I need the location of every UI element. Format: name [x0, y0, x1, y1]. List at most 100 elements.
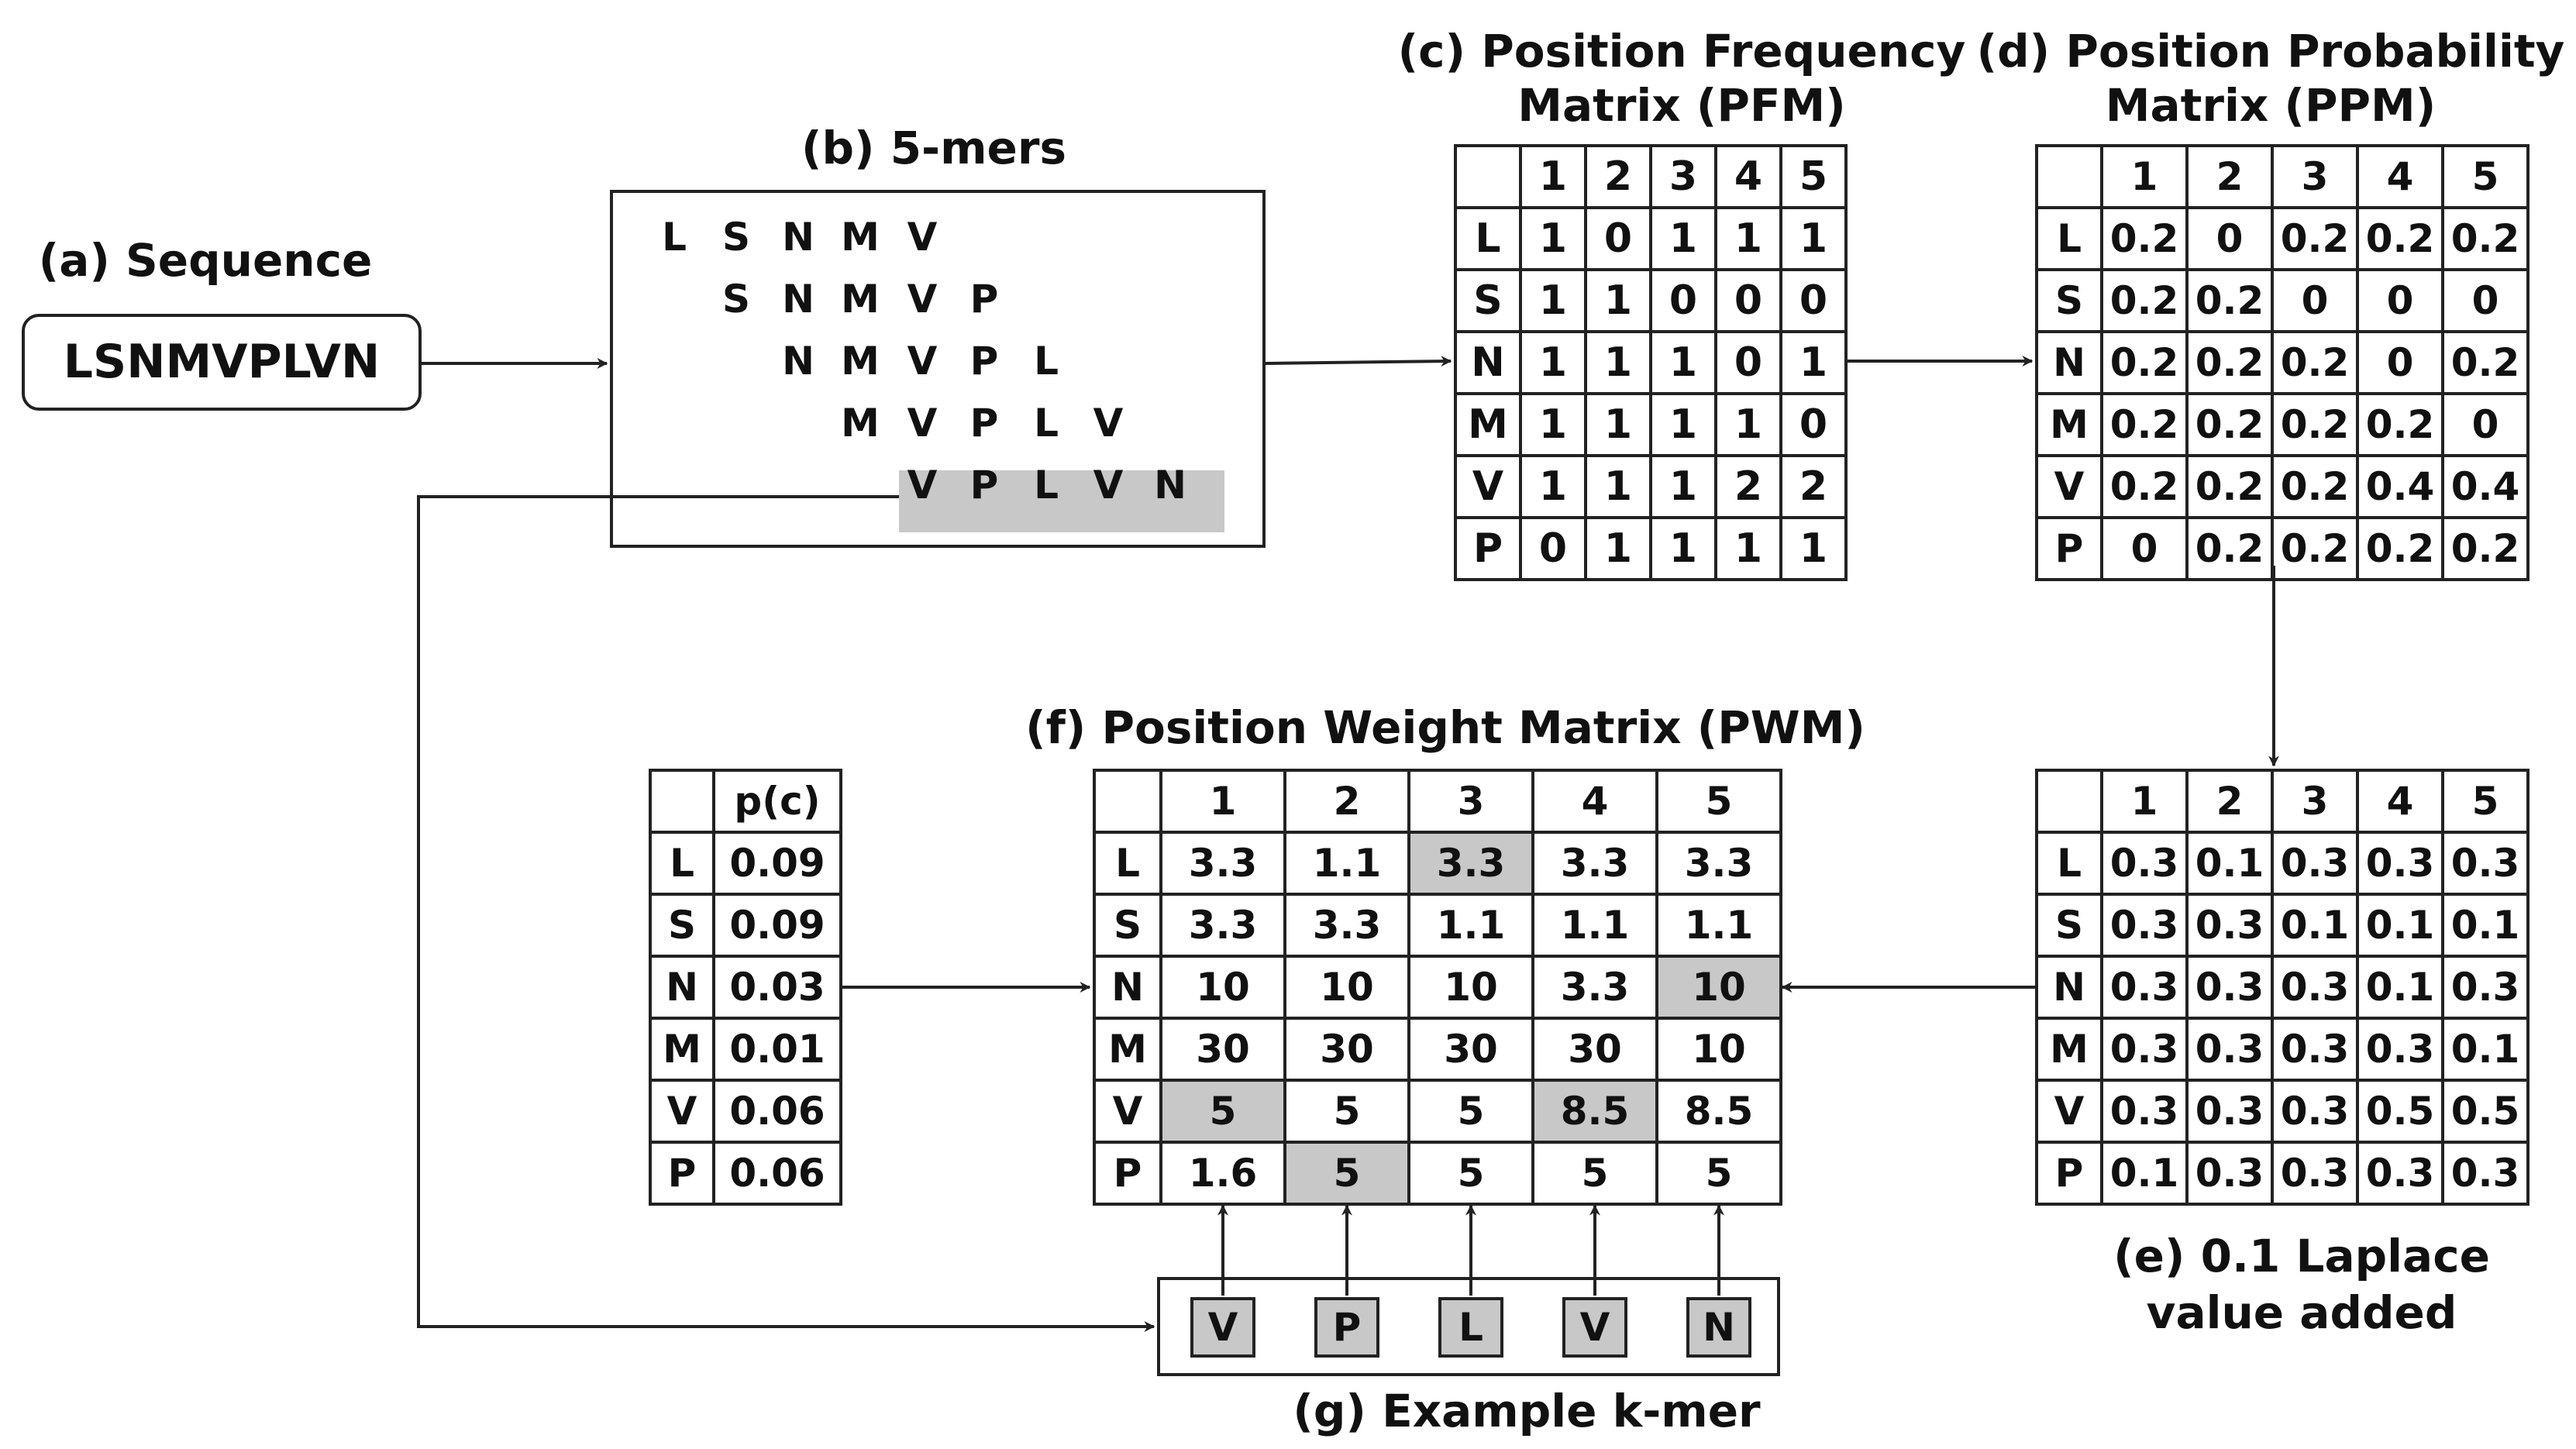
table-cell: 0.2 [2356, 516, 2444, 581]
table-cell: 1 [1779, 330, 1848, 395]
table-cell: 0.01 [712, 1017, 842, 1082]
kmer-letter: P [969, 401, 999, 446]
table-cell: 1 [1519, 330, 1587, 395]
column-header: 3 [2271, 144, 2359, 209]
table-cell: 10 [1655, 955, 1782, 1020]
table-cell: 0.4 [2356, 454, 2444, 519]
table-cell: 0.2 [2185, 268, 2274, 333]
kmer-letter: S [721, 215, 750, 260]
table-cell: 1 [1714, 516, 1782, 581]
table-cell: 0.1 [2441, 893, 2530, 958]
table-cell: 0.3 [2356, 831, 2444, 896]
example-kmer-letter: V [1190, 1297, 1255, 1358]
table-cell: 3.3 [1407, 831, 1534, 896]
table-cell: 5 [1407, 1141, 1534, 1206]
title-pfm-line1: (c) Position Frequency [1397, 25, 1966, 77]
table-cell: 0.2 [2271, 516, 2359, 581]
row-header: N [1093, 955, 1162, 1020]
table-cell: 3.3 [1655, 831, 1782, 896]
kmer-letter: N [1154, 463, 1186, 508]
table-cell: 5 [1407, 1079, 1534, 1144]
column-header: 5 [1779, 144, 1848, 209]
table-cell: 0.3 [2185, 955, 2274, 1020]
table-cell: 3.3 [1159, 831, 1286, 896]
table-cell: 10 [1283, 955, 1410, 1020]
row-header: S [649, 893, 715, 958]
table-cell: 0 [1649, 268, 1717, 333]
corner-cell [2035, 769, 2103, 834]
table-cell: 0 [1779, 268, 1848, 333]
table-cell: 3.3 [1531, 831, 1658, 896]
table-cell: 0.2 [2100, 330, 2189, 395]
table-cell: 0.3 [2271, 1017, 2359, 1082]
table-cell: 30 [1283, 1017, 1410, 1082]
corner-cell [649, 769, 715, 834]
table-cell: 0.03 [712, 955, 842, 1020]
row-header: P [649, 1141, 715, 1206]
table-cell: 30 [1407, 1017, 1534, 1082]
kmer-letter: V [1093, 401, 1124, 446]
kmer-letter: V [907, 401, 938, 446]
column-header: 5 [2441, 144, 2530, 209]
row-header: V [1093, 1079, 1162, 1144]
kmer-letter: M [841, 339, 880, 384]
table-cell: 0.4 [2441, 454, 2530, 519]
table-cell: 1 [1519, 454, 1587, 519]
table-cell: 0.3 [2271, 955, 2359, 1020]
table-cell: 1.1 [1407, 893, 1534, 958]
table-cell: 0.3 [2441, 1141, 2530, 1206]
row-header: N [2035, 330, 2103, 395]
arrow-kmer-to-example [417, 495, 1155, 1332]
table-cell: 0.09 [712, 893, 842, 958]
kmer-letter: V [907, 463, 938, 508]
table-cell: 5 [1159, 1079, 1286, 1144]
table-cell: 0.2 [2356, 392, 2444, 457]
row-header: P [1093, 1141, 1162, 1206]
table-cell: 0.2 [2100, 454, 2189, 519]
table-cell: 0.1 [2356, 893, 2444, 958]
table-cell: 1 [1519, 268, 1587, 333]
sequence-box: LSNMVPLVN [22, 314, 422, 411]
table-cell: 8.5 [1655, 1079, 1782, 1144]
row-header: V [1454, 454, 1522, 519]
table-cell: 0.5 [2356, 1079, 2444, 1144]
row-header: N [649, 955, 715, 1020]
table-cell: 0 [2100, 516, 2189, 581]
corner-cell [2035, 144, 2103, 209]
example-kmer-letter: P [1314, 1297, 1379, 1358]
table-cell: 0.2 [2185, 454, 2274, 519]
table-cell: 0 [1519, 516, 1587, 581]
table-cell: 0 [2185, 206, 2274, 271]
title-example-kmer: (g) Example k-mer [1293, 1385, 1761, 1437]
table-cell: 0.5 [2441, 1079, 2530, 1144]
column-header: 2 [1584, 144, 1652, 209]
table-cell: 3.3 [1283, 893, 1410, 958]
row-header: P [1454, 516, 1522, 581]
column-header: p(c) [712, 769, 842, 834]
example-kmer-letter: V [1562, 1297, 1627, 1358]
table-cell: 0.3 [2356, 1017, 2444, 1082]
table-cell: 0.3 [2185, 1079, 2274, 1144]
table-cell: 1.1 [1531, 893, 1658, 958]
kmer-letter: P [969, 463, 999, 508]
row-header: S [1454, 268, 1522, 333]
row-header: N [2035, 955, 2103, 1020]
row-header: N [1454, 330, 1522, 395]
table-cell: 0.1 [2441, 1017, 2530, 1082]
column-header: 4 [1714, 144, 1782, 209]
table-cell: 1 [1649, 206, 1717, 271]
